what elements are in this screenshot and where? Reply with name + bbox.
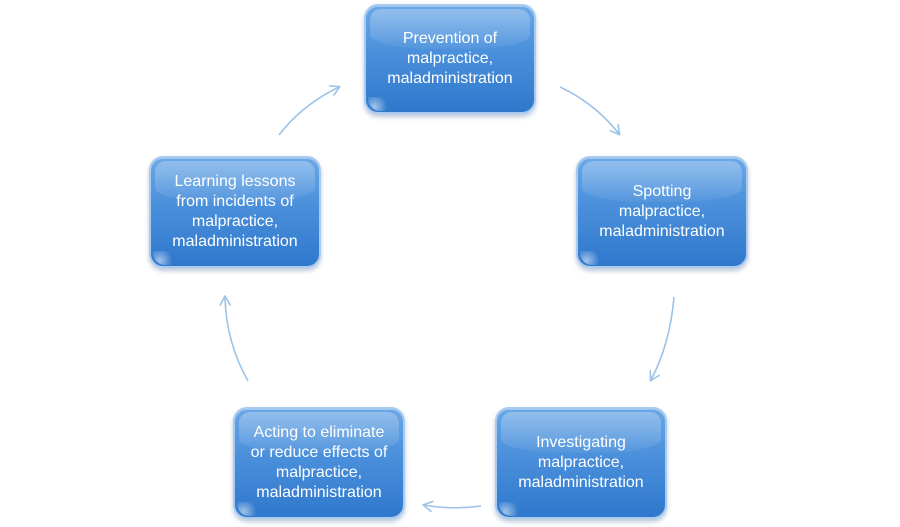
arrow-spotting-to-investigate xyxy=(649,296,675,382)
node-spotting-label: Spotting malpractice, maladministration xyxy=(599,183,725,240)
node-investigating-label: Investigating malpractice, maladministra… xyxy=(518,434,644,491)
node-prevention-label: Prevention of malpractice, maladministra… xyxy=(387,30,513,87)
node-learning: Learning lessons from incidents of malpr… xyxy=(149,156,321,268)
node-prevention: Prevention of malpractice, maladministra… xyxy=(364,4,536,114)
node-investigating: Investigating malpractice, maladministra… xyxy=(495,407,667,519)
arrow-acting-to-learning xyxy=(219,295,249,382)
arrow-prevention-to-spotting xyxy=(559,86,621,136)
node-learning-label: Learning lessons from incidents of malpr… xyxy=(172,173,298,250)
arrow-investigate-to-acting xyxy=(422,500,482,513)
arrow-learning-to-prevention xyxy=(278,85,341,136)
node-acting-label: Acting to eliminate or reduce effects of… xyxy=(250,424,388,501)
node-spotting: Spotting malpractice, maladministration xyxy=(576,156,748,268)
node-acting: Acting to eliminate or reduce effects of… xyxy=(233,407,405,519)
